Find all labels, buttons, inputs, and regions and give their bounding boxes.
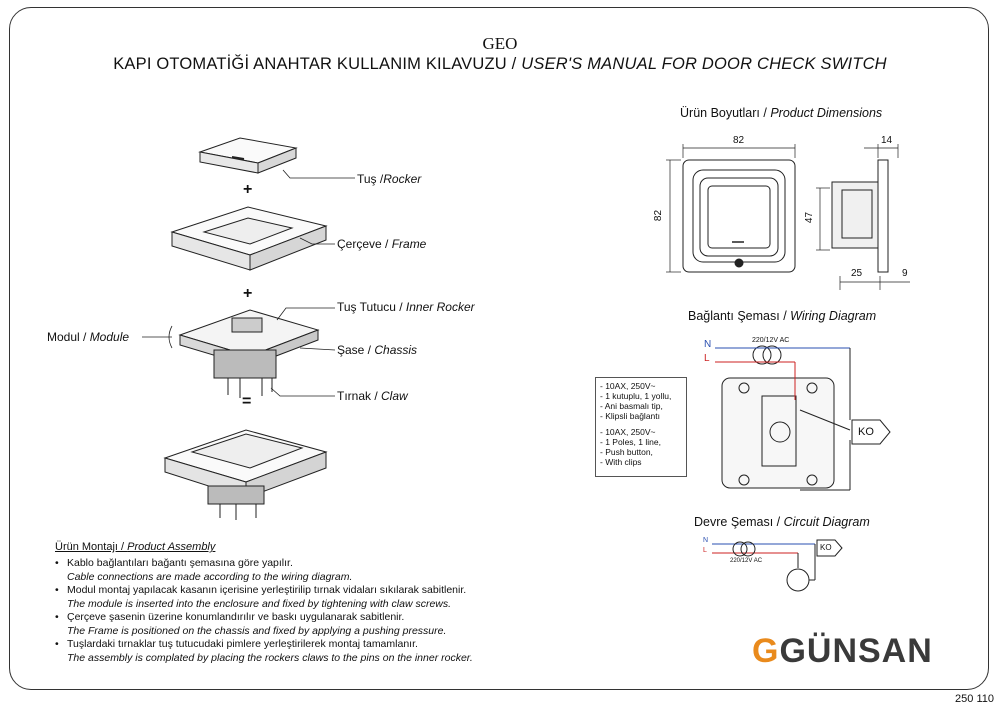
plus-sign-1: + <box>243 181 253 198</box>
document-number: 250 110 <box>955 693 994 705</box>
spec-box: - 10AX, 250V~ - 1 kutuplu, 1 yollu, - An… <box>595 377 687 477</box>
assembly-steps: Kablo bağlantıları bağantı şemasına göre… <box>55 557 575 665</box>
circuit-drawing <box>712 539 843 592</box>
module-drawing <box>178 309 320 398</box>
rocker-leader <box>282 169 355 179</box>
circuit-supply: 220/12V AC <box>730 558 763 564</box>
dim-base-depth: 25 <box>851 268 863 279</box>
list-item: Çerçeve şasenin üzerine konumlandırılır … <box>55 611 575 638</box>
inner-rocker-label: Tuş Tutucu / Inner Rocker <box>337 300 475 314</box>
plus-sign-2: + <box>243 285 253 302</box>
assembly-title: Ürün Montajı / Product Assembly <box>55 541 216 553</box>
list-item: Modul montaj yapılacak kasanın içerisine… <box>55 584 575 611</box>
wiring-title: Bağlantı Şeması / Wiring Diagram <box>688 309 877 323</box>
chassis-leader <box>299 347 336 351</box>
chassis-label: Şase / Chassis <box>337 343 418 357</box>
list-item: Tuşlardaki tırnaklar tuş tutucudaki piml… <box>55 638 575 665</box>
dimension-front-view <box>666 144 796 273</box>
wiring-live: L <box>704 353 710 364</box>
claw-label: Tırnak / Claw <box>337 389 408 403</box>
frame-leader <box>299 237 335 245</box>
inner-rocker-leader <box>276 307 335 321</box>
claw-leader <box>270 387 335 397</box>
list-item: Kablo bağlantıları bağantı şemasına göre… <box>55 557 575 584</box>
frame-drawing <box>170 206 328 271</box>
dimensions-title: Ürün Boyutları / Product Dimensions <box>680 106 883 120</box>
dim-depth: 14 <box>881 135 893 146</box>
wiring-drawing <box>715 345 891 491</box>
circuit-live: L <box>703 547 707 554</box>
assembled-drawing <box>163 429 328 520</box>
wiring-neutral: N <box>704 339 712 350</box>
brand-name: GEO <box>482 34 518 53</box>
circuit-neutral: N <box>703 537 709 544</box>
dim-height: 82 <box>653 209 665 222</box>
wiring-load: KO <box>858 426 874 438</box>
module-label: Modul / Module <box>47 330 130 344</box>
dim-width: 82 <box>733 135 745 146</box>
equals-sign: = <box>242 393 252 410</box>
rocker-drawing <box>198 137 298 174</box>
circuit-load: KO <box>820 543 832 552</box>
gunsan-logo: GGÜNSAN <box>752 632 933 670</box>
dimension-side-view <box>816 144 910 290</box>
dim-inner-height: 47 <box>804 211 816 224</box>
page-border <box>9 7 989 690</box>
page-title: KAPI OTOMATİĞİ ANAHTAR KULLANIM KILAVUZU… <box>113 55 887 73</box>
wiring-supply: 220/12V AC <box>752 337 790 344</box>
rocker-label: Tuş /Rocker <box>357 172 422 186</box>
dim-rocker-depth: 9 <box>902 268 908 279</box>
frame-label: Çerçeve / Frame <box>337 237 427 251</box>
circuit-title: Devre Şeması / Circuit Diagram <box>694 515 870 529</box>
